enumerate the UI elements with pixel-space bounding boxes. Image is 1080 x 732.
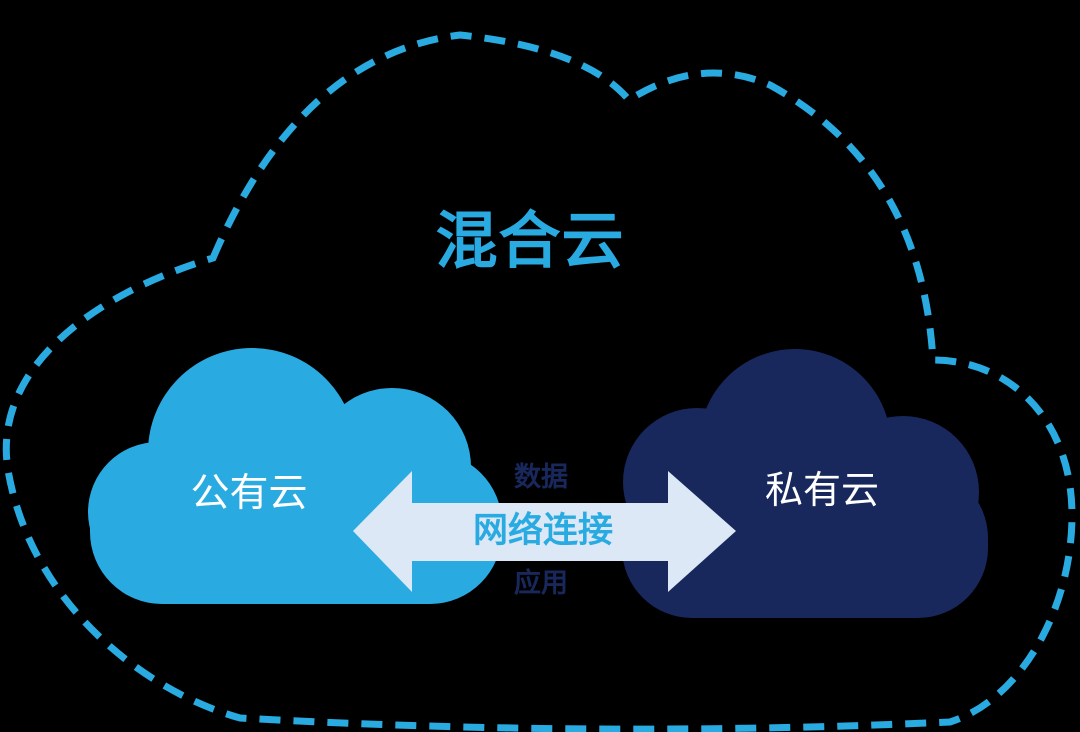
bidirectional-arrow-icon (353, 471, 736, 592)
public-cloud-label: 公有云 (190, 471, 308, 516)
diagram-title: 混合云 (435, 204, 625, 277)
dashed-cloud-outline-icon (2, 31, 1076, 732)
private-cloud-label: 私有云 (764, 468, 879, 512)
network-connection-label: 网络连接 (472, 511, 613, 551)
data-label: 数据 (514, 462, 568, 493)
application-label: 应用 (514, 568, 568, 599)
